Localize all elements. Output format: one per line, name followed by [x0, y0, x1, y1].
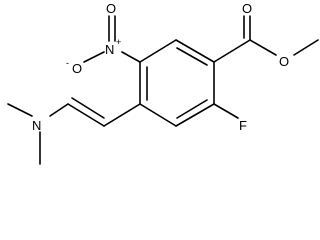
bond-ring-nitro-n	[121, 51, 141, 63]
ring-double-c5-c6	[176, 99, 208, 119]
molecule-svg: O O F N + O O - N	[7, 1, 319, 165]
ring-bond-c4-c5	[139, 103, 177, 127]
bond-vinyl-double-2	[71, 97, 105, 119]
bond-nitro-n-o-left	[83, 51, 105, 63]
structure-diagram: O O F N + O O - N	[7, 1, 319, 165]
ring-bond-c5-c6	[175, 103, 215, 127]
bond-ring-carbonyl	[213, 39, 251, 63]
bond-vinyl-double-1	[67, 103, 105, 127]
bond-ether-o-methyl	[293, 39, 319, 56]
ester-carbonyl-oxygen-label: O	[242, 1, 252, 16]
nitro-nitrogen-label: N	[105, 42, 114, 57]
bond-nitrogen-methyl-left	[7, 103, 33, 117]
fluorine-group: F	[213, 103, 247, 133]
ring-bond-c1-c2	[175, 39, 215, 63]
nitro-oxygen-left-label: O	[72, 61, 82, 76]
ester-ether-oxygen-label: O	[279, 54, 289, 69]
methyl-ester-group: O O	[213, 1, 319, 69]
nitro-minus-charge: -	[66, 58, 69, 68]
nitro-plus-charge: +	[116, 37, 121, 47]
bond-carbonyl-ether-o	[249, 39, 277, 56]
fluorine-label: F	[239, 118, 247, 133]
ring-double-c1-c2	[176, 47, 208, 66]
amine-nitrogen-label: N	[32, 118, 41, 133]
ring-bond-c2-c3	[139, 39, 177, 63]
dimethylaminovinyl-group: N	[7, 97, 141, 165]
nitro-oxygen-top-label: O	[106, 1, 116, 16]
benzene-ring	[139, 39, 215, 127]
bond-ring-vinyl	[103, 103, 141, 127]
bond-ring-fluorine	[213, 103, 239, 119]
nitro-group: N + O O -	[66, 1, 141, 76]
bond-vinyl-nitrogen	[49, 103, 69, 117]
